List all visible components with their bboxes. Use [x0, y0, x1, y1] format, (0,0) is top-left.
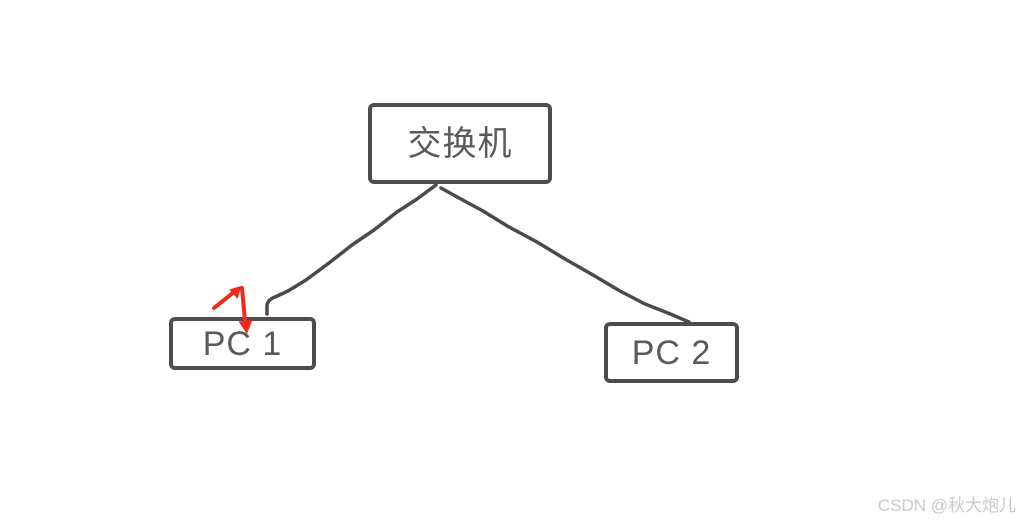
node-pc2: PC 2: [604, 322, 739, 383]
red-arrow-up-right-head-icon: [229, 286, 241, 299]
watermark-text: CSDN @秋大炮儿: [877, 496, 1016, 516]
watermark: CSDN @秋大炮儿: [877, 496, 1016, 516]
edge-switch-pc2: [439, 186, 691, 324]
node-pc2-label: PC 2: [631, 333, 712, 372]
red-arrow-up-right-icon: [212, 290, 236, 310]
node-switch: 交换机: [368, 103, 552, 184]
edge-switch-pc1: [265, 183, 438, 316]
node-switch-label: 交换机: [407, 124, 513, 163]
node-pc1: PC 1: [169, 317, 316, 370]
node-pc1-label: PC 1: [202, 324, 283, 363]
